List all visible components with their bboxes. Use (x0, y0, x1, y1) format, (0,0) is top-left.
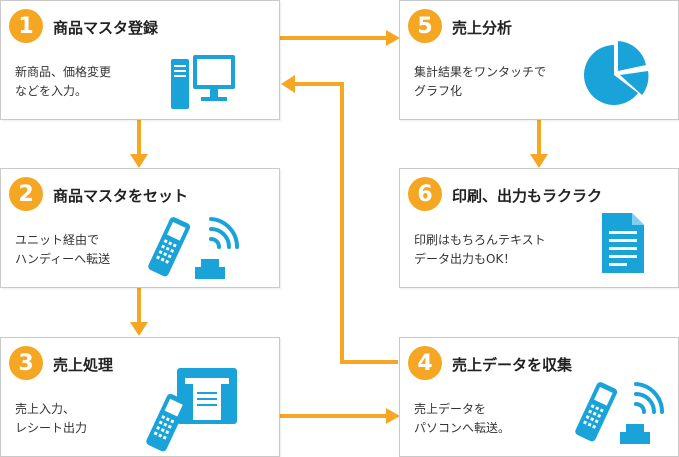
step-3-card: 3 売上処理 売上入力、 レシート出力 (0, 337, 280, 457)
step-description: 集計結果をワンタッチで グラフ化 (414, 65, 547, 98)
handheld-wireless-icon (148, 217, 239, 279)
desktop-computer-icon (171, 55, 235, 109)
step-number-badge: 3 (9, 346, 43, 380)
step-description: ユニット経由で ハンディーへ転送 (15, 233, 111, 266)
receipt-printer-handheld-icon (146, 368, 237, 452)
step-1-card: 1 商品マスタ登録 新商品、価格変更 などを入力。 (0, 0, 280, 120)
step-number-badge: 1 (9, 9, 43, 43)
step-6-card: 6 印刷、出力もラクラク 印刷はもちろんテキスト データ出力もOK！ (399, 168, 679, 288)
step-5-card: 5 売上分析 集計結果をワンタッチで グラフ化 (399, 0, 679, 120)
step-title: 商品マスタをセット (53, 187, 189, 205)
step-number-badge: 2 (9, 177, 43, 211)
step-number-badge: 6 (408, 177, 442, 211)
step-title: 売上分析 (452, 19, 513, 37)
step-title: 売上データを収集 (452, 356, 573, 374)
document-icon (602, 213, 644, 273)
step-description: 印刷はもちろんテキスト データ出力もOK！ (414, 233, 546, 266)
arrow-4-to-1 (288, 82, 398, 364)
step-2-card: 2 商品マスタをセット ユニット経由で ハンディーへ転送 (0, 168, 280, 288)
step-4-card: 4 売上データを収集 売上データを パソコンへ転送。 (399, 337, 679, 457)
step-title: 印刷、出力もラクラク (452, 187, 603, 205)
step-number-badge: 5 (408, 9, 442, 43)
step-description: 新商品、価格変更 などを入力。 (15, 65, 112, 98)
step-description: 売上データを パソコンへ転送。 (414, 402, 511, 435)
step-description: 売上入力、 レシート出力 (15, 402, 88, 435)
handheld-wireless-icon (575, 382, 665, 444)
step-number-badge: 4 (408, 346, 442, 380)
step-title: 売上処理 (53, 356, 114, 374)
pie-chart-icon (584, 41, 649, 105)
step-title: 商品マスタ登録 (53, 19, 159, 37)
